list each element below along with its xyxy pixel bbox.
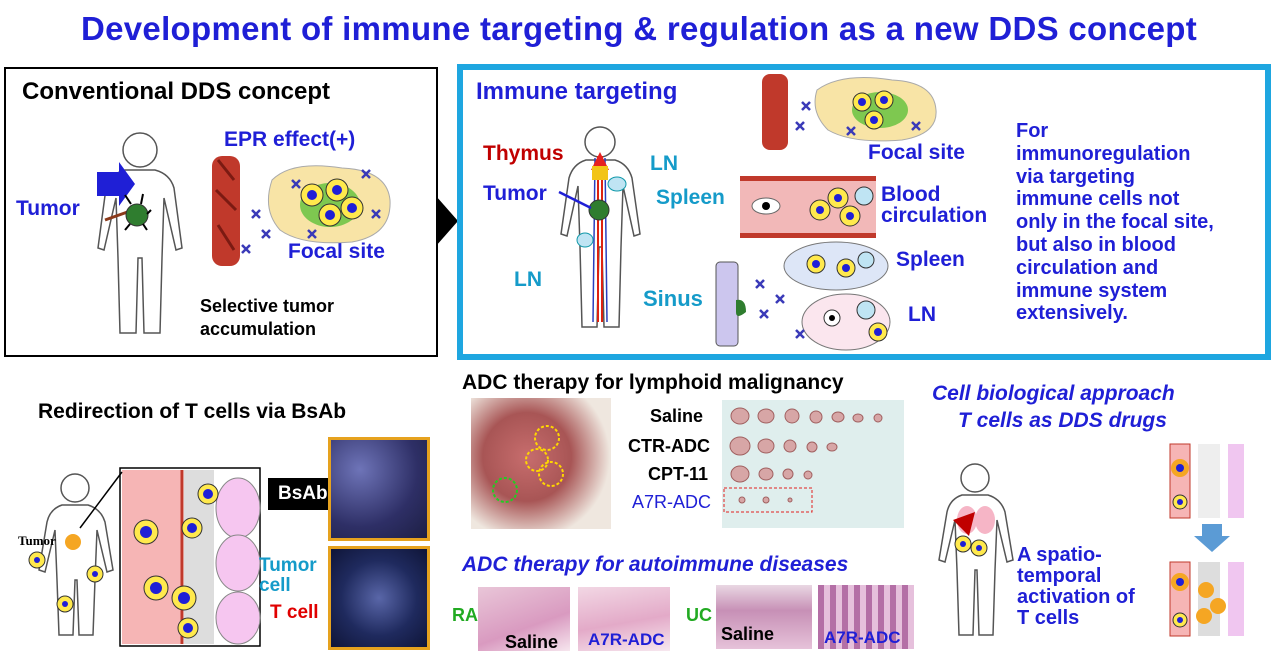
description-line: but also in blood — [1016, 233, 1176, 256]
uc-label: UC — [686, 605, 712, 625]
spatio-line: temporal — [1017, 565, 1102, 587]
tumor-arrow-icon — [97, 162, 152, 231]
human-body-cellbio-icon — [938, 463, 1014, 636]
tumor-cell-label: Tumor cell — [259, 556, 317, 596]
blood-label-1: Blood — [881, 183, 941, 206]
description-line: immune cells not — [1016, 188, 1180, 211]
sinus-label: Sinus — [643, 286, 703, 311]
description-line: immunoregulation — [1016, 142, 1191, 165]
ra-label: RA — [452, 605, 478, 625]
tumor-samples-photo — [722, 400, 904, 528]
tumor-cell-line: Tumor — [259, 555, 317, 576]
description-line: via targeting — [1016, 165, 1135, 188]
arrow-down-icon — [1194, 524, 1230, 552]
description-line: extensively. — [1016, 302, 1128, 325]
zoom-lines-icon — [79, 471, 123, 529]
bsab-micrograph — [328, 437, 430, 541]
mouse-photo — [471, 398, 611, 529]
spleen-left-label: Spleen — [656, 186, 725, 209]
adc-lymphoid-heading: ADC therapy for lymphoid malignancy — [462, 371, 844, 394]
ra-a7r-histology — [578, 587, 670, 651]
tcell-micrograph — [328, 546, 430, 650]
cellbio-heading-2: T cells as DDS drugs — [958, 409, 1167, 432]
ln-right-label: LN — [908, 303, 936, 326]
cell-activation-bottom-icon — [1169, 561, 1244, 637]
adc-row-cpt: CPT-11 — [648, 464, 709, 484]
focal-site-label: Focal site — [288, 240, 385, 263]
spleen-right-label: Spleen — [896, 248, 965, 271]
adc-row-a7r: A7R-ADC — [632, 492, 712, 512]
t-cell-label: T cell — [270, 602, 319, 623]
description-line: immune system — [1016, 279, 1168, 302]
spleen-ln-sinus-icon — [715, 241, 891, 351]
thymus-label: Thymus — [483, 142, 564, 165]
human-body-tumor-icon — [28, 473, 114, 636]
spatio-line: A spatio- — [1017, 544, 1102, 566]
immune-focal-site-icon — [762, 74, 937, 150]
tumor-cell-line: cell — [259, 575, 291, 596]
redirection-tumor-label: Tumor — [18, 533, 56, 548]
immune-tumor-label: Tumor — [483, 182, 547, 205]
cellbio-heading-1: Cell biological approach — [932, 382, 1175, 405]
description-line: circulation and — [1016, 256, 1159, 279]
ln-top-label: LN — [650, 152, 678, 175]
immune-heading: Immune targeting — [476, 78, 678, 105]
selective-label-1: Selective tumor — [200, 296, 335, 316]
arrow-right-icon — [436, 196, 458, 246]
blood-circulation-icon — [740, 176, 876, 238]
adc-row-ctr: CTR-ADC — [628, 436, 710, 456]
spatio-text: A spatio- temporal activation of T cells — [1017, 545, 1135, 629]
immune-targeting-panel — [457, 64, 1271, 360]
selective-label-2: accumulation — [200, 319, 317, 339]
ln-bottom-label: LN — [514, 268, 542, 291]
adc-row-saline: Saline — [650, 406, 704, 426]
uc-saline-histology — [716, 585, 812, 649]
description-line: For — [1016, 120, 1049, 142]
immune-description: For immunoregulation via targeting immun… — [1016, 120, 1214, 325]
uc-a7r-histology — [818, 585, 914, 649]
autoimmune-heading: ADC therapy for autoimmune diseases — [462, 553, 849, 576]
ra-saline-label: Saline — [505, 632, 559, 652]
uc-saline-label: Saline — [721, 624, 775, 644]
immune-focal-site-label: Focal site — [868, 141, 965, 164]
blood-label-2: circulation — [881, 204, 988, 227]
cell-activation-top-icon — [1169, 443, 1244, 519]
bsab-label: BsAb — [268, 478, 330, 510]
tumor-label: Tumor — [16, 197, 80, 220]
spatio-line: activation of — [1017, 586, 1135, 608]
human-body-organs-icon — [558, 126, 641, 328]
page-title: Development of immune targeting & regula… — [80, 10, 1197, 47]
description-line: only in the focal site, — [1016, 211, 1214, 234]
uc-a7r-label: A7R-ADC — [824, 628, 901, 647]
epr-label: EPR effect(+) — [224, 128, 356, 151]
ra-a7r-label: A7R-ADC — [588, 630, 665, 649]
t-cell-redirection-illustration-icon — [119, 467, 261, 647]
redirection-heading: Redirection of T cells via BsAb — [38, 400, 347, 423]
ra-saline-histology — [478, 587, 570, 651]
spatio-line: T cells — [1017, 607, 1080, 629]
conventional-heading: Conventional DDS concept — [22, 78, 331, 105]
vessel-focal-site-icon — [212, 156, 391, 266]
human-body-outline-icon — [97, 132, 183, 334]
